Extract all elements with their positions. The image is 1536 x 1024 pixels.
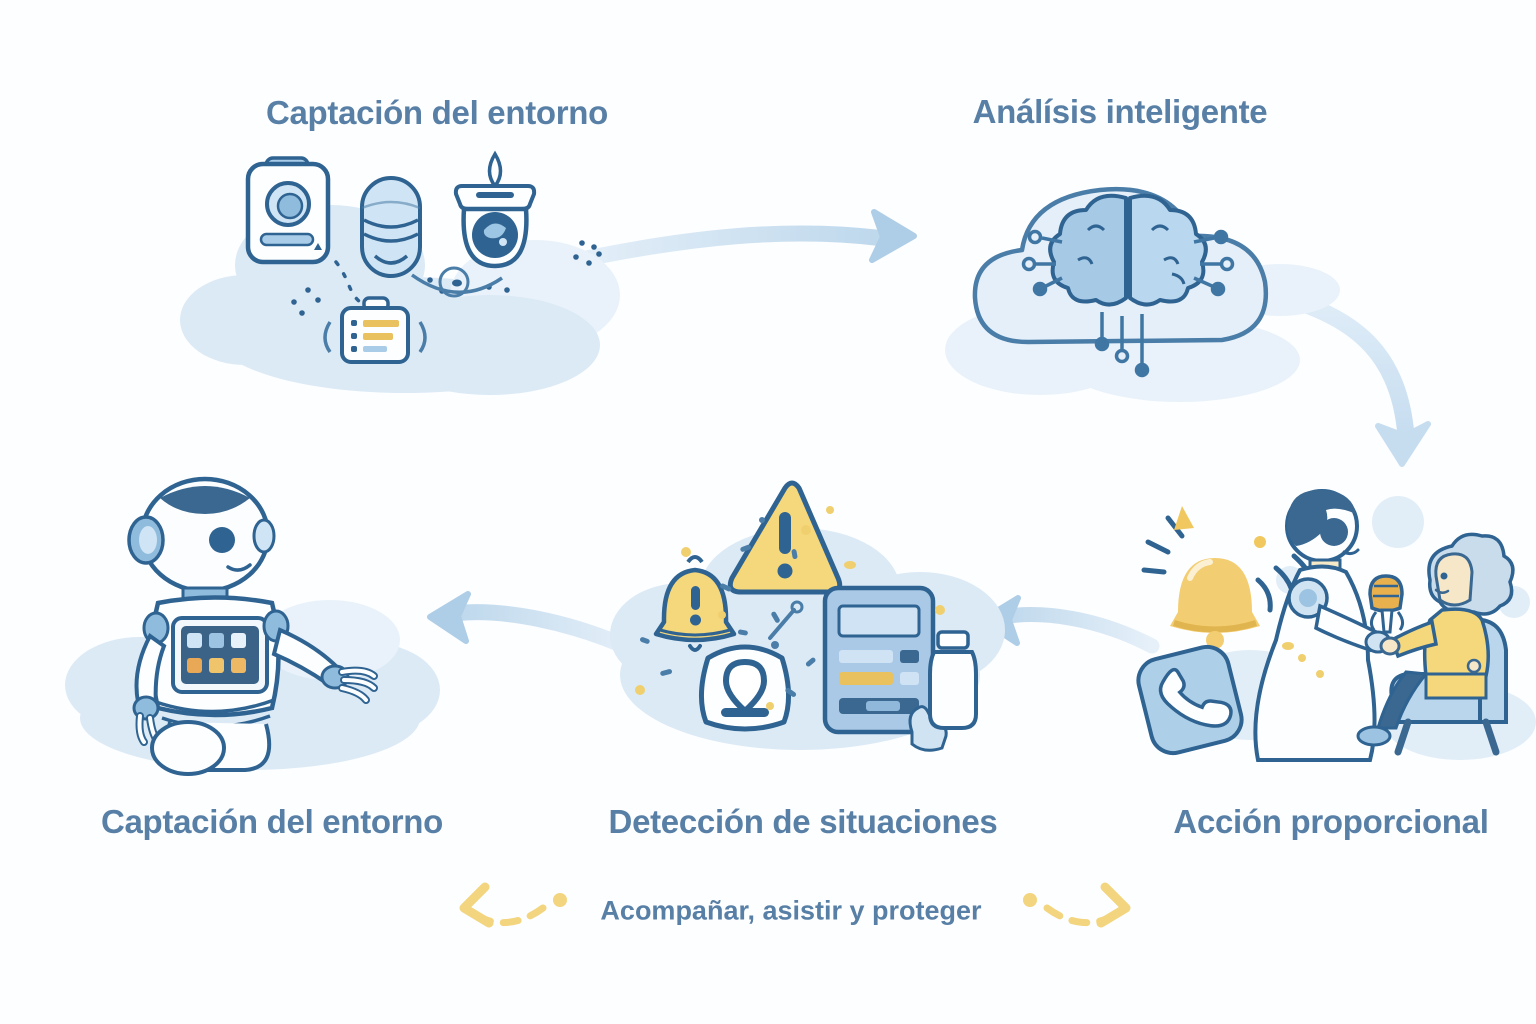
motion-sensor-icon — [360, 176, 422, 278]
monitoring-tablet-icon — [822, 585, 948, 752]
dashed-arrow-left — [459, 882, 567, 928]
label-accion: Acción proporcional — [1173, 803, 1489, 840]
stage-captacion-sensores — [180, 150, 620, 400]
circuit-nodes-icon — [1021, 229, 1235, 378]
checklist-device-icon — [323, 296, 427, 364]
doorbell-sensor-icon — [245, 156, 331, 265]
stage-accion — [1130, 460, 1536, 762]
arrow-deteccion-to-robot — [427, 591, 644, 659]
alert-bell-icon — [653, 555, 737, 652]
arrow-accion-to-deteccion — [979, 595, 1160, 654]
confetti-icon — [635, 506, 945, 710]
cup-icon — [1368, 574, 1405, 634]
ringing-bell-icon — [1141, 506, 1266, 649]
security-camera-icon — [453, 150, 537, 269]
dotted-trail-icon — [291, 240, 602, 316]
label-captacion-robot: Captación del entorno — [100, 803, 444, 840]
medicine-bottle-icon — [928, 630, 978, 730]
stage-deteccion — [610, 460, 1005, 760]
ai-brain-icon — [1048, 193, 1208, 307]
label-deteccion: Detección de situaciones — [608, 803, 998, 840]
label-captacion-top: Captación del entorno — [265, 94, 609, 131]
handset-icon — [1158, 667, 1233, 728]
chest-screen-icon — [171, 616, 269, 694]
location-shield-icon — [698, 644, 792, 732]
label-analisis: Análísis inteligente — [972, 93, 1268, 130]
stage-captacion-robot — [65, 440, 440, 776]
dashed-arrow-right — [1023, 882, 1131, 928]
caregiver-robot-icon — [1253, 489, 1405, 762]
ray-triangle-icon — [1174, 506, 1194, 530]
phone-call-icon — [1136, 553, 1357, 756]
companion-robot-icon — [127, 476, 378, 776]
arrow-captacion-to-analisis — [557, 209, 917, 271]
stage-analisis — [945, 150, 1340, 410]
label-tagline: Acompañar, asistir y proteger — [600, 895, 982, 926]
elderly-person-icon — [1356, 532, 1515, 747]
